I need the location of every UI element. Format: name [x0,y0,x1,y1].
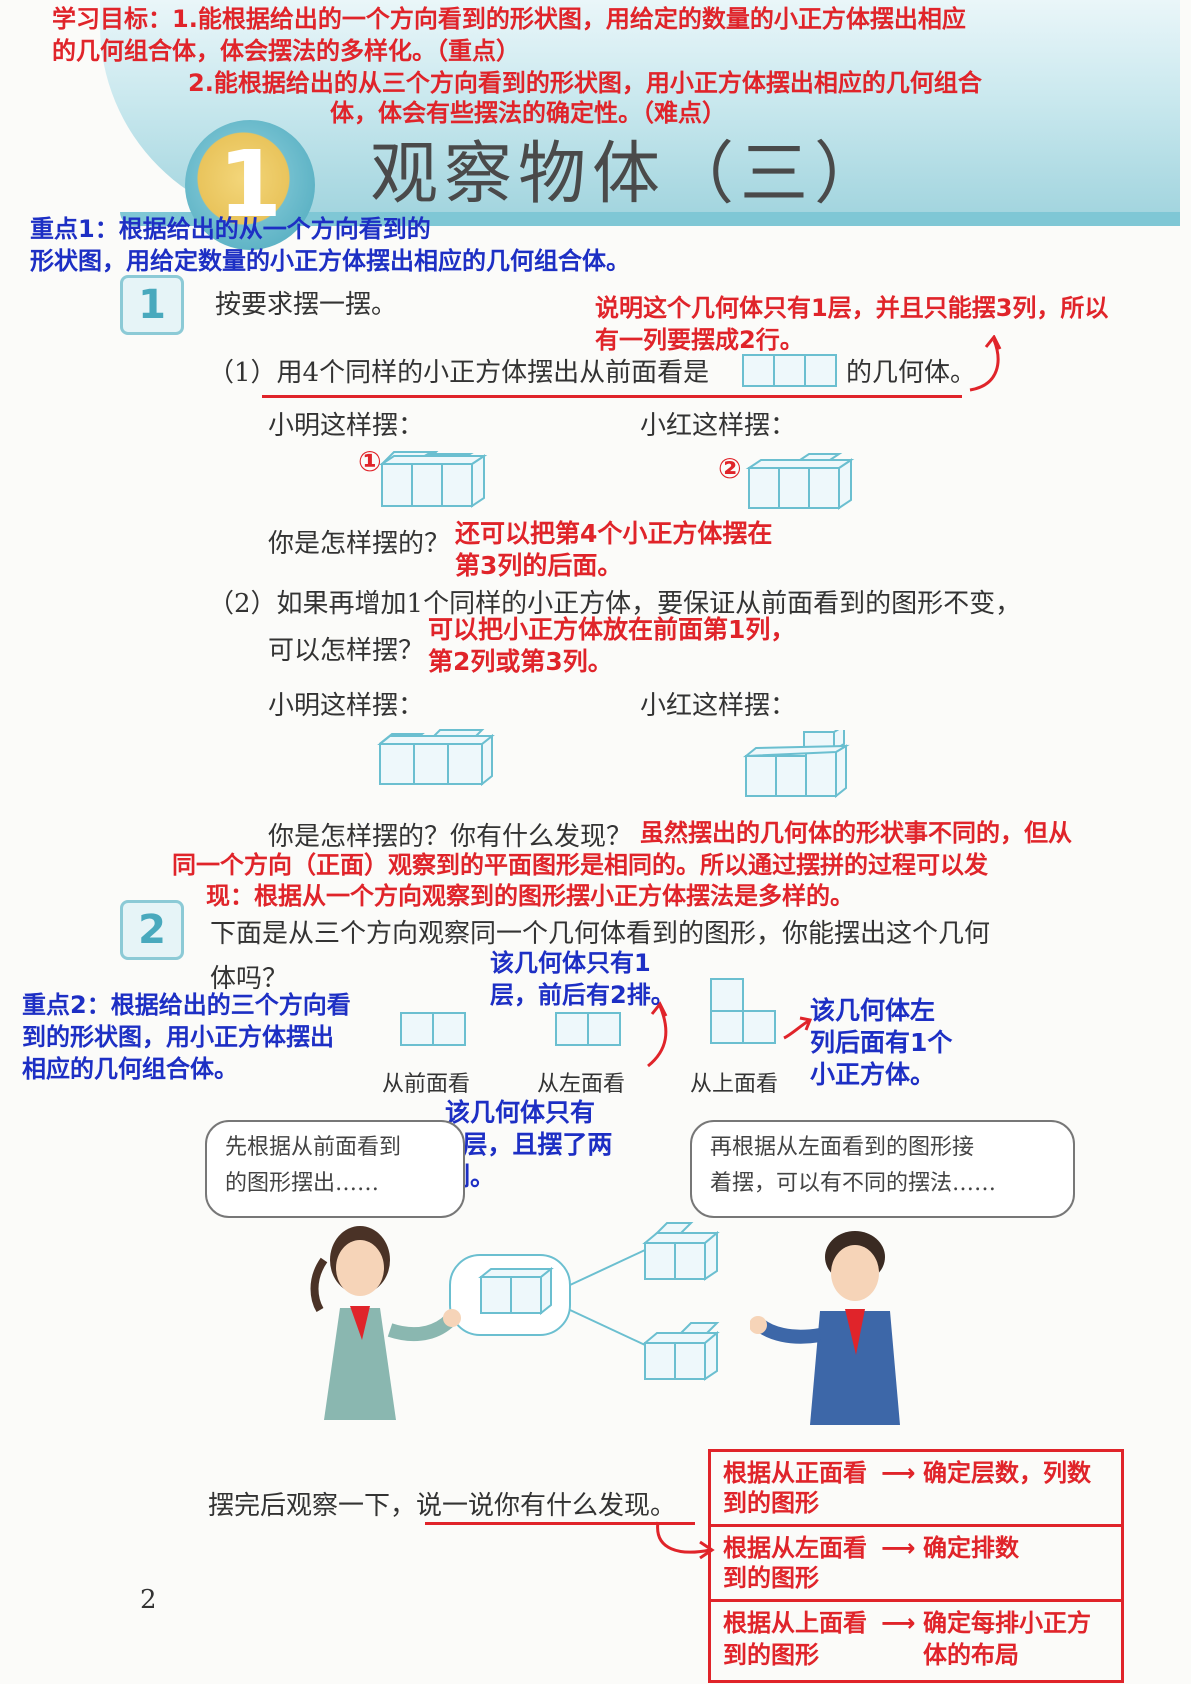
arrow-to-top-note-icon [783,1016,813,1040]
underline-closing [425,1522,695,1525]
cube-arrangement-2 [745,453,855,510]
finding-line-2: 同一个方向（正面）观察到的平面图形是相同的。所以通过摆拼的过程可以发 [172,851,988,879]
ex2-note-left-1: 该几何体只有1 [490,949,651,977]
summary-arrow-3: ⟶ [881,1609,916,1637]
ex1-annotation-1: 说明这个几何体只有1层，并且只能摆3列，所以 [595,294,1109,322]
ex2-note-front-2: 1层，且摆了两 [445,1130,613,1159]
summary-top-left-2: 到的图形 [723,1641,819,1669]
ex2-note-left-2: 层，前后有2排。 [490,981,675,1009]
view-left-label: 从左面看 [537,1072,626,1097]
ex2-closing: 摆完后观察一下，说一说你有什么发现。 [208,1491,677,1521]
boy-bubble-line-2: 着摆，可以有不同的摆法…… [710,1171,997,1196]
ex2-line-1: 下面是从三个方向观察同一个几何体看到的图形，你能摆出这个几何 [210,919,991,949]
summary-front-left-1: 根据从正面看 [723,1459,867,1487]
summary-row-front: 根据从正面看 到的图形 ⟶ 确定层数，列数 [711,1452,1121,1527]
ex2-note-top-1: 该几何体左 [810,996,936,1025]
finding-line-3: 现：根据从一个方向观察到的图形摆小正方体摆法是多样的。 [206,882,854,910]
xiaoming-label: 小明这样摆： [268,411,425,441]
summary-top-right-1: 确定每排小正方 [923,1609,1091,1637]
header-stripe [120,212,1180,226]
exercise-1-badge: 1 [120,275,184,335]
chapter-title: 观察物体（三） [370,135,889,214]
boy-illustration [750,1231,900,1425]
girl-illustration [310,1226,461,1420]
summary-top-left-1: 根据从上面看 [723,1609,867,1637]
summary-left-left-1: 根据从左面看 [723,1534,867,1562]
front-view-figure [400,1012,466,1046]
summary-arrow-1: ⟶ [881,1459,916,1487]
ex2-line-2: 体吗？ [210,964,289,994]
key-point-1-line-2: 形状图，用给定数量的小正方体摆出相应的几何组合体。 [30,247,630,275]
summary-front-right: 确定层数，列数 [923,1459,1091,1487]
ex1-ask1-answer-1: 还可以把第4个小正方体摆在 [455,519,773,548]
ex1-q2-answer-1: 可以把小正方体放在前面第1列， [428,615,796,644]
left-view-figure [555,1012,621,1046]
ex1-q2-line-2: 可以怎样摆？ [268,636,425,666]
ex1-q1-prefix: （1）用4个同样的小正方体摆出从前面看是 [208,358,710,388]
ex2-note-top-2: 列后面有1个 [810,1028,953,1057]
exercise-2-badge: 2 [120,900,184,960]
unit-number: 1 [217,131,282,238]
arrow-to-note-icon [647,1001,668,1068]
curved-arrow-icon [969,335,1002,392]
cube-arrangement-3 [377,729,495,787]
page-number: 2 [140,1585,157,1615]
summary-front-left-2: 到的图形 [723,1489,819,1517]
finding-line-1: 虽然摆出的几何体的形状事不同的，但从 [640,819,1072,847]
xiaohong-label: 小红这样摆： [640,411,797,441]
summary-left-left-2: 到的图形 [723,1564,819,1592]
summary-table: 根据从正面看 到的图形 ⟶ 确定层数，列数 根据从左面看 到的图形 ⟶ 确定排数… [708,1449,1124,1683]
ex1-q1-suffix: 的几何体。 [846,358,977,388]
girl-bubble-line-1: 先根据从前面看到 [225,1135,402,1160]
ex1-ask2: 你是怎样摆的？你有什么发现？ [268,822,633,852]
arrangement-branch-diagram [449,1222,720,1381]
girl-speech-bubble: 先根据从前面看到 的图形摆出…… [205,1120,465,1218]
boy-speech-bubble: 再根据从左面看到的图形接 着摆，可以有不同的摆法…… [690,1120,1075,1218]
view-top-label: 从上面看 [690,1072,779,1097]
objective-line-4: 体，体会有些摆法的确定性。（难点） [330,99,726,127]
key-point-2-line-2: 到的形状图，用小正方体摆出 [22,1023,334,1051]
xiaoming-label-2: 小明这样摆： [268,691,425,721]
ex1-q2-answer-2: 第2列或第3列。 [428,647,613,676]
top-view-figure [710,978,776,1044]
summary-left-right: 确定排数 [923,1534,1019,1562]
key-point-1-line-1: 重点1：根据给出的从一个方向看到的 [30,215,431,243]
unit-badge [185,120,315,250]
ex1-annotation-2: 有一列要摆成2行。 [595,326,804,354]
marker-2: ② [718,452,742,485]
summary-row-top: 根据从上面看 到的图形 ⟶ 确定每排小正方 体的布局 [711,1602,1121,1677]
summary-row-left: 根据从左面看 到的图形 ⟶ 确定排数 [711,1527,1121,1602]
view-front-label: 从前面看 [382,1072,471,1097]
ex1-ask1-answer-2: 第3列的后面。 [455,551,623,580]
underline-q1 [262,395,962,398]
ex2-note-front-1: 该几何体只有 [445,1098,596,1127]
objective-line-2: 的几何组合体，体会摆法的多样化。（重点） [52,37,520,65]
arrow-to-summary-icon [656,1521,715,1560]
boy-bubble-line-1: 再根据从左面看到的图形接 [710,1135,975,1160]
key-point-2-line-1: 重点2：根据给出的三个方向看 [22,991,351,1019]
cube-arrangement-1 [378,451,488,508]
three-square-front-view [742,354,837,387]
objective-line-1: 学习目标：1.能根据给出的一个方向看到的形状图，用给定的数量的小正方体摆出相应 [52,5,966,33]
summary-top-right-2: 体的布局 [923,1641,1019,1669]
summary-arrow-2: ⟶ [881,1534,916,1562]
ex1-ask1: 你是怎样摆的？ [268,529,451,559]
cube-arrangement-4 [742,730,850,799]
exercise-1-instruction: 按要求摆一摆。 [215,290,398,320]
xiaohong-label-2: 小红这样摆： [640,691,797,721]
ex1-q2-line-1: （2）如果再增加1个同样的小正方体，要保证从前面看到的图形不变， [208,589,1022,619]
objective-line-3: 2.能根据给出的从三个方向看到的形状图，用小正方体摆出相应的几何组合 [188,69,982,97]
key-point-2-line-3: 相应的几何组合体。 [22,1055,238,1083]
marker-1: ① [358,445,382,478]
girl-bubble-line-2: 的图形摆出…… [225,1171,380,1196]
ex2-note-top-3: 小正方体。 [810,1060,936,1089]
